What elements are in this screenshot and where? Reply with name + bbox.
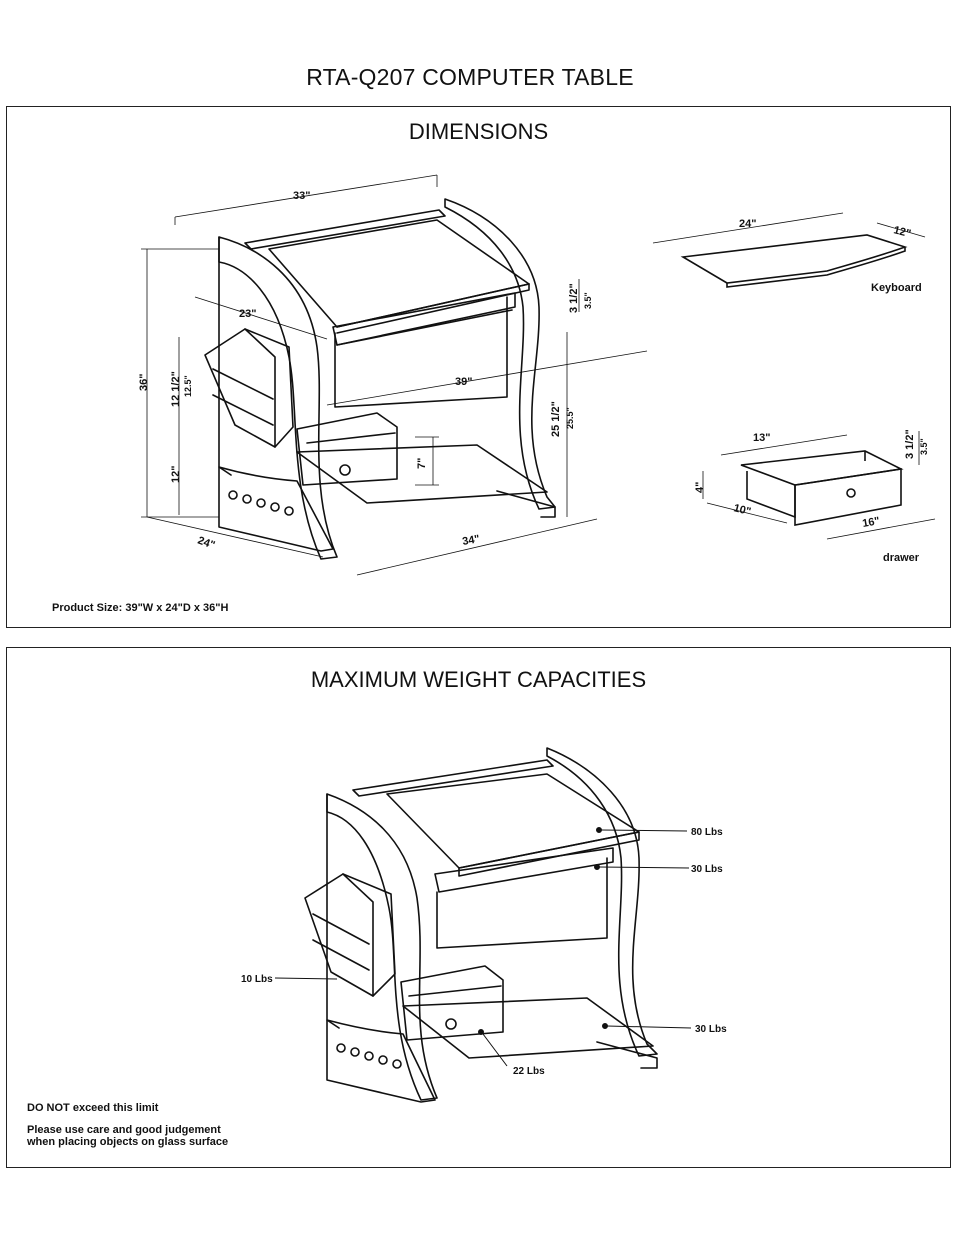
dim-depth: 24" [196, 535, 217, 552]
weight-drawer: 22 Lbs [513, 1066, 545, 1077]
drawer-box [400, 965, 504, 1041]
dim-kb-drop-frac: 3 1/2" [568, 283, 580, 313]
product-size: Product Size: 39"W x 24"D x 36"H [52, 602, 229, 614]
weight-desktop: 80 Lbs [691, 827, 723, 838]
dim-kb-drop-dec: 3.5" [583, 292, 593, 309]
dim-top-width: 33" [293, 190, 310, 202]
desktop-surface [386, 773, 640, 869]
bottom-shelf [402, 997, 654, 1059]
dim-overall-width: 39" [455, 376, 472, 388]
drawer-side-height: 4" [694, 482, 706, 493]
right-side-panel [444, 198, 556, 510]
weight-cd-rack: 10 Lbs [241, 974, 273, 985]
back-rail [244, 209, 446, 250]
dim-height: 36" [138, 374, 150, 391]
dim-base-width: 34" [461, 533, 480, 548]
note-line-1: Please use care and good judgement [27, 1124, 221, 1136]
weight-panel: MAXIMUM WEIGHT CAPACITIES [6, 647, 951, 1168]
left-side-panel [218, 236, 338, 560]
drawer-height-dec: 3.5" [919, 438, 929, 455]
weight-drawing: 80 Lbs 30 Lbs 10 Lbs 30 Lbs 22 Lbs [241, 747, 727, 1103]
drawer-height-frac: 3 1/2" [904, 429, 916, 459]
drawer-detail [740, 450, 904, 526]
keyboard-tray [332, 292, 516, 346]
bottom-shelf [296, 444, 548, 504]
dim-kb-height-frac: 25 1/2" [550, 401, 562, 437]
drawer-box [296, 412, 398, 486]
weight-bottom-shelf: 30 Lbs [695, 1024, 727, 1035]
dimensions-title: DIMENSIONS [408, 119, 549, 144]
drawer-depth: 13" [753, 432, 770, 444]
dimensions-panel: DIMENSIONS [6, 106, 951, 628]
keyboard-detail [680, 234, 908, 288]
drawer-width: 16" [861, 515, 880, 530]
left-side-panel [326, 793, 438, 1101]
keyboard-tray [434, 847, 614, 893]
dim-kb-height-dec: 25.5" [565, 407, 575, 429]
weight-keyboard: 30 Lbs [691, 864, 723, 875]
warning-text: DO NOT exceed this limit [27, 1102, 159, 1114]
keyboard-depth: 12" [892, 224, 912, 240]
drawer-inner: 10" [732, 502, 752, 518]
base-foot [326, 1019, 436, 1103]
dim-cd-rack-dec: 12.5" [183, 375, 193, 397]
cd-rack [304, 873, 374, 997]
note-line-2: when placing objects on glass surface [27, 1136, 229, 1148]
base-foot [218, 466, 334, 552]
dim-rack-base: 12" [170, 466, 182, 483]
dim-cd-rack-frac: 12 1/2" [170, 371, 182, 407]
keyboard-label: Keyboard [871, 282, 922, 294]
dimensions-drawing: 33" 23" 39" 36" 12 1/2" 12.5" 12" 24" 34… [138, 174, 936, 576]
document-title: RTA-Q207 COMPUTER TABLE [306, 64, 634, 90]
drawer-label: drawer [883, 552, 920, 564]
dim-shelf-depth: 23" [239, 308, 256, 320]
dim-drawer-height: 7" [416, 458, 428, 469]
weight-title: MAXIMUM WEIGHT CAPACITIES [310, 667, 647, 692]
cd-rack [204, 328, 276, 448]
keyboard-width: 24" [739, 218, 756, 230]
